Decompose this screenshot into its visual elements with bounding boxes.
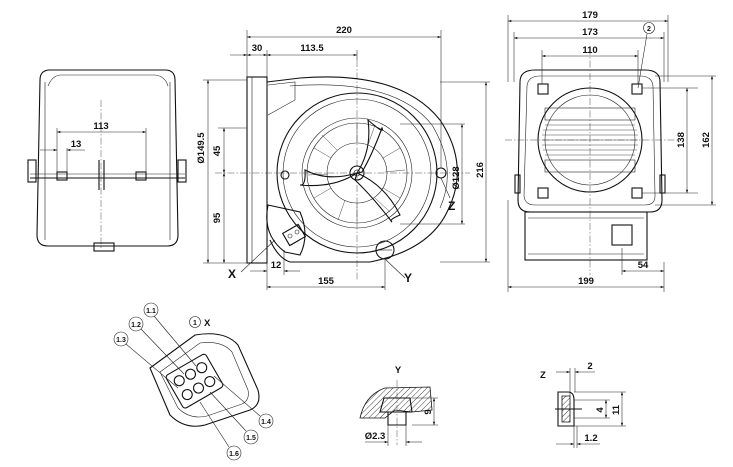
detail-y-title: Y — [395, 365, 402, 376]
pin-1-4: 1.4 — [261, 419, 271, 426]
front-dim-128: Ø128 — [451, 166, 462, 189]
rear-callout-2: 2 — [647, 26, 651, 33]
detail-z: Z 2 4 11 1.2 — [540, 361, 626, 448]
rear-dim-110: 110 — [582, 45, 597, 56]
front-label-y: Y — [404, 271, 412, 285]
detail-z-title: Z — [540, 370, 546, 381]
front-dim-113-5: 113.5 — [300, 43, 324, 54]
side-view: 113 13 — [27, 69, 187, 252]
front-dim-149-5: Ø149.5 — [196, 132, 207, 164]
detail-z-dim-2: 2 — [587, 361, 592, 372]
detail-y-dim-d23: Ø2.3 — [365, 431, 386, 442]
pin-1-3: 1.3 — [116, 337, 126, 344]
rear-dim-199: 199 — [578, 276, 594, 287]
front-dim-30: 30 — [252, 43, 263, 54]
pin-1-1: 1.1 — [146, 308, 156, 315]
front-view: 220 30 113.5 Ø149.5 45 95 Ø128 216 — [196, 25, 490, 290]
front-dim-155: 155 — [318, 276, 335, 287]
front-label-z: Z — [448, 199, 455, 213]
pin-1-2: 1.2 — [131, 322, 141, 329]
front-dim-45: 45 — [212, 145, 223, 156]
front-label-x: X — [228, 267, 236, 281]
detail-z-dim-11: 11 — [611, 404, 622, 415]
detail-y-dim-9: 9 — [423, 409, 434, 414]
front-dim-95: 95 — [212, 212, 223, 223]
detail-y: Y 9 Ø2.3 — [359, 365, 438, 446]
rear-dim-54: 54 — [638, 260, 649, 271]
rear-dim-162: 162 — [701, 132, 712, 148]
pin-1-6: 1.6 — [229, 451, 239, 458]
front-dim-12: 12 — [271, 260, 282, 271]
detail-z-dim-1-2: 1.2 — [584, 433, 597, 444]
front-dim-216: 216 — [475, 162, 486, 178]
detail-x-title-num: 1 — [193, 320, 197, 327]
front-dim-220: 220 — [336, 25, 352, 36]
detail-z-dim-4: 4 — [595, 407, 606, 413]
side-dim-13: 13 — [71, 139, 82, 150]
rear-view: 179 173 110 2 138 162 54 199 — [505, 10, 716, 292]
pin-1-5: 1.5 — [246, 435, 256, 442]
detail-x-title: X — [204, 318, 211, 329]
rear-dim-138: 138 — [676, 132, 687, 148]
rear-dim-173: 173 — [582, 27, 598, 38]
rear-dim-179: 179 — [582, 10, 598, 21]
detail-x: 1 X 1.1 1.2 1.3 1.4 1.5 1.6 — [113, 302, 274, 461]
side-dim-113: 113 — [93, 121, 108, 132]
